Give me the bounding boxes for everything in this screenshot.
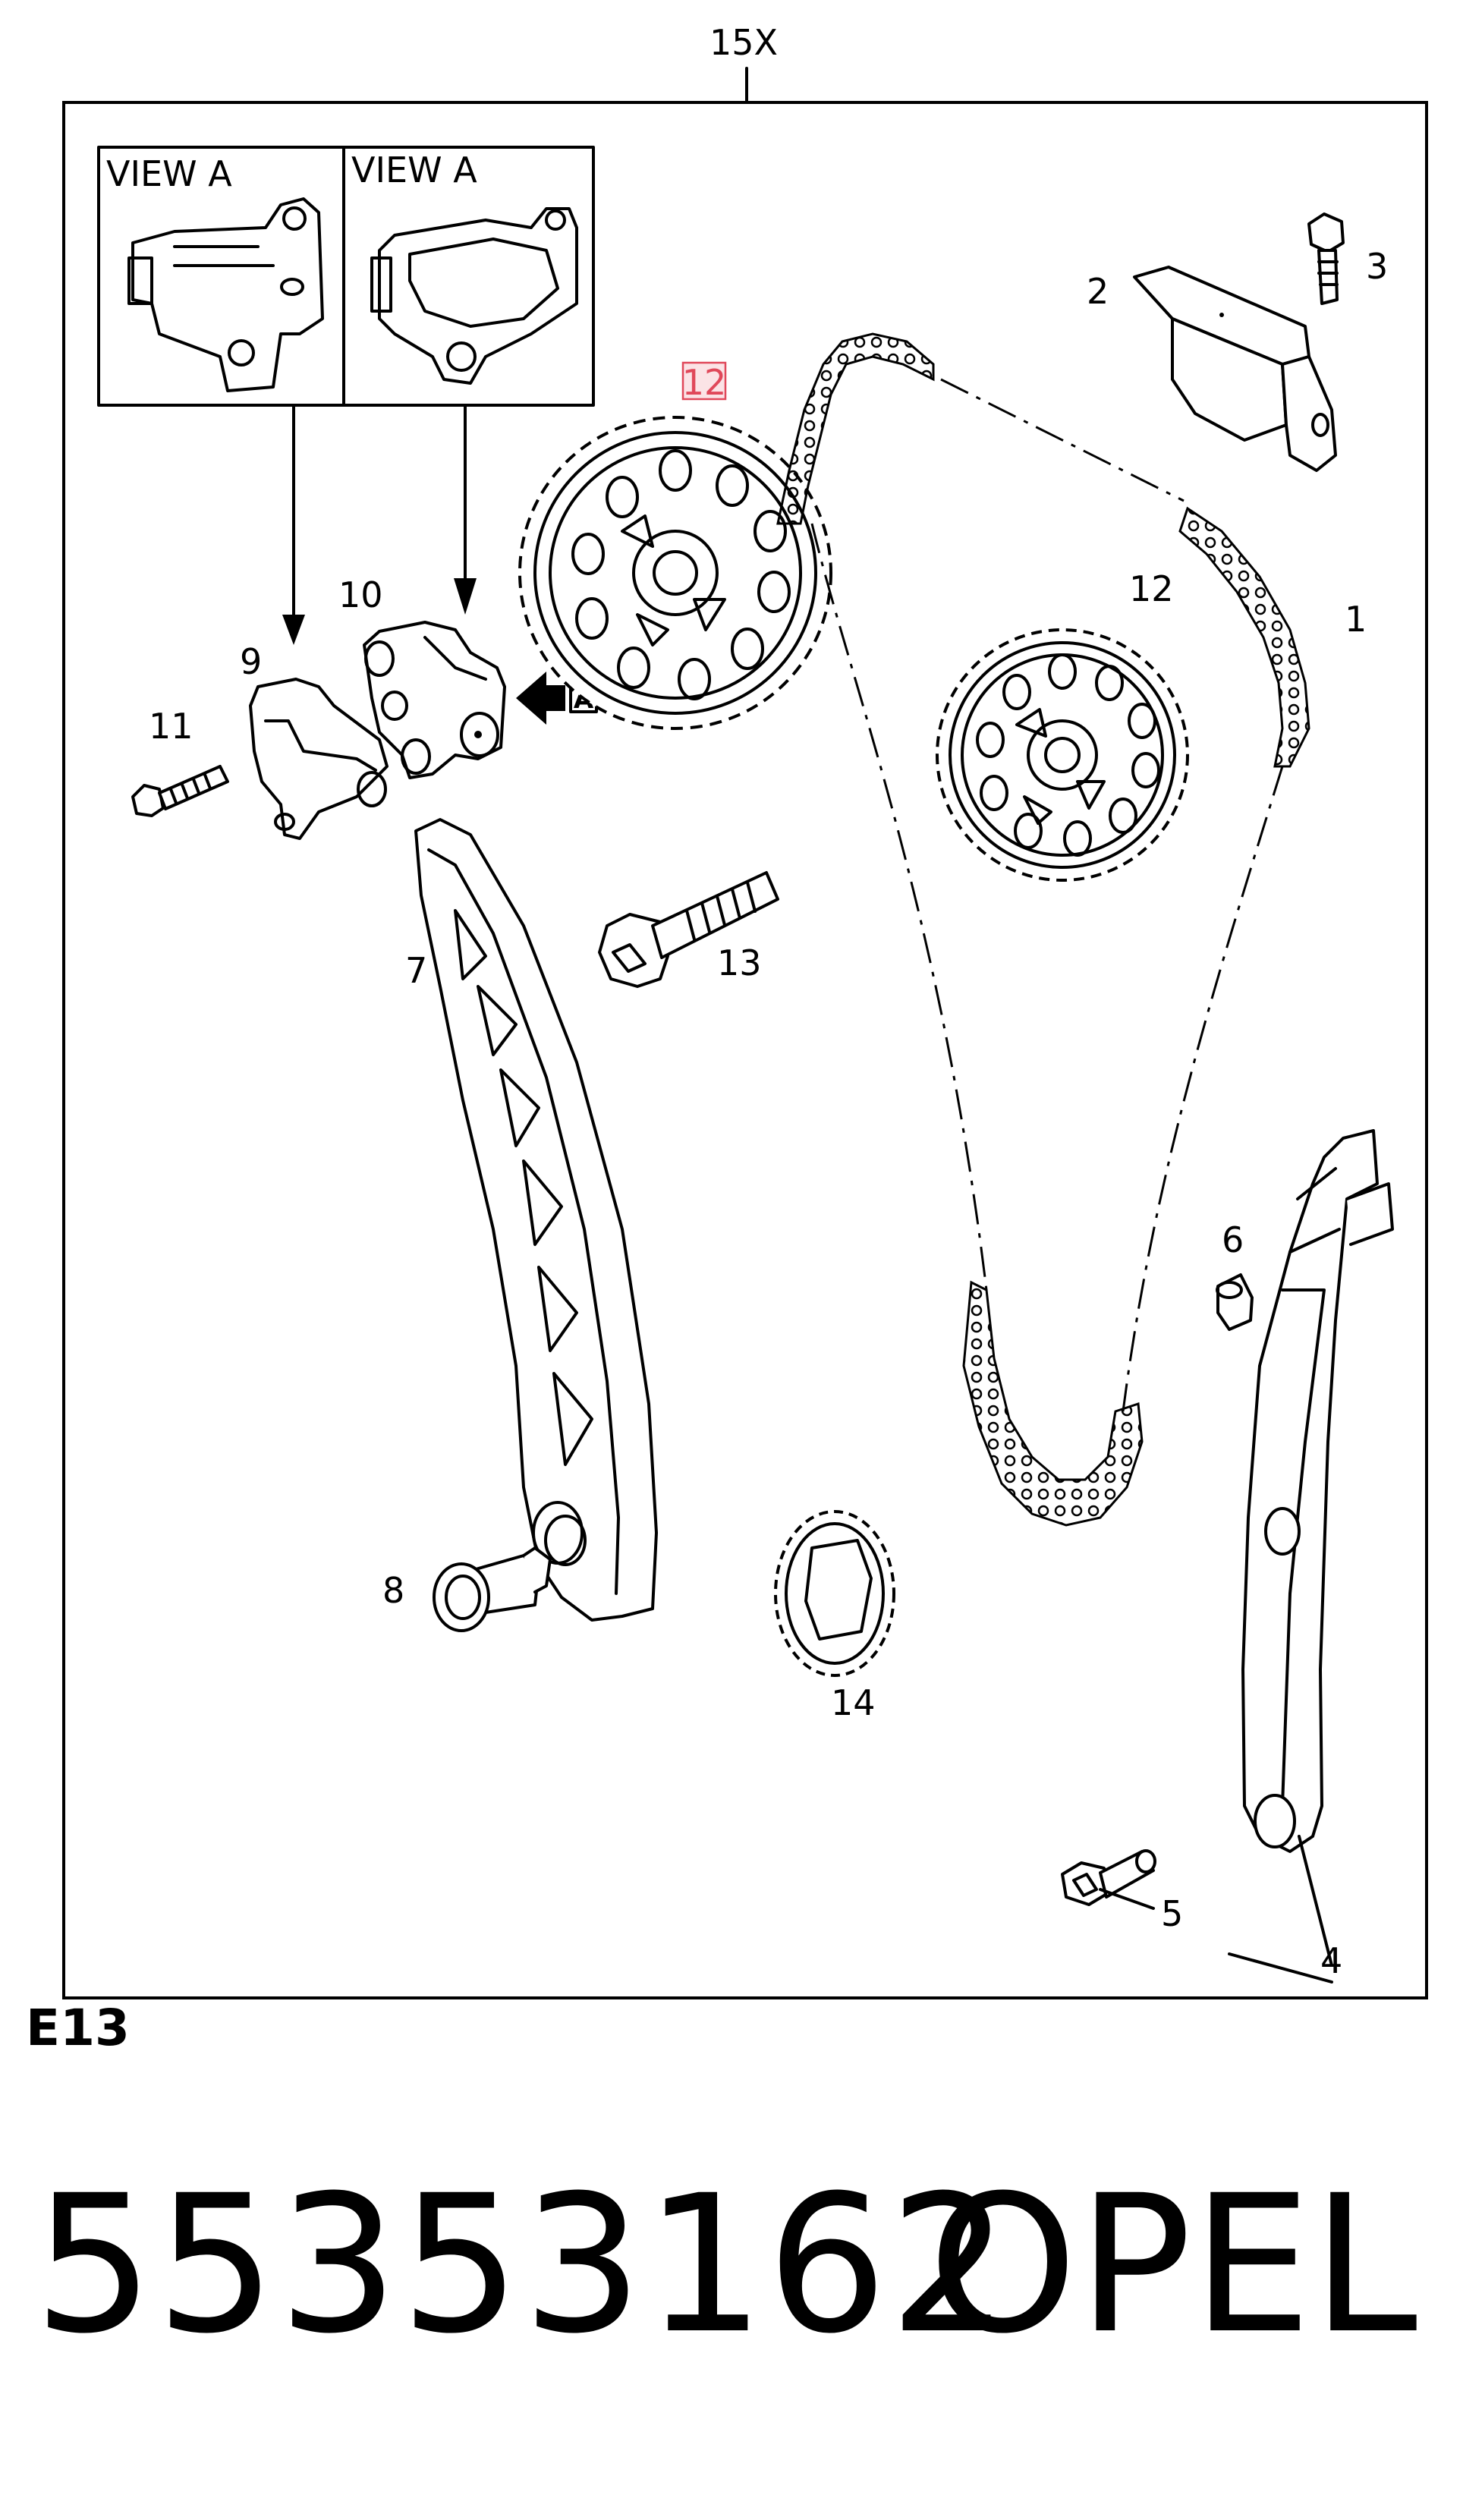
- direction-arrow: [516, 672, 565, 725]
- part-1-timing-chain: [776, 332, 1310, 1527]
- part-9-tensioner-bracket: [249, 678, 389, 840]
- callout-9: 9: [240, 641, 262, 682]
- chain-path-right: [1122, 766, 1284, 1412]
- view-a-right-label: VIEW A: [351, 149, 477, 190]
- part-number: 55353162: [33, 2154, 1012, 2375]
- view-a-arrowhead-left: [282, 615, 305, 645]
- callout-5: 5: [1161, 1893, 1183, 1934]
- part-13-bolt: [598, 871, 779, 988]
- leader-line-4: [1228, 1952, 1333, 1984]
- callout-2: 2: [1087, 271, 1109, 312]
- leader-line-5: [1099, 1888, 1155, 1910]
- part-10-tensioner: [363, 621, 506, 779]
- part-14-crankshaft-sprocket: [774, 1510, 895, 1677]
- callout-1: 1: [1345, 599, 1367, 640]
- part-8-pin: [433, 1546, 552, 1632]
- view-a-right-sketch: [370, 207, 578, 385]
- part-5-bolt: [1061, 1849, 1156, 1906]
- view-a-box: [97, 146, 595, 407]
- part-4-guide-rail: [1241, 1129, 1394, 1853]
- kit-label: 15X: [709, 22, 778, 63]
- part-6-plug: [1216, 1273, 1254, 1331]
- part-7-tensioner-rail: [414, 818, 658, 1622]
- callout-3: 3: [1366, 246, 1388, 287]
- group-code: E13: [26, 1999, 130, 2057]
- callout-14: 14: [831, 1682, 876, 1723]
- callout-6: 6: [1222, 1219, 1244, 1260]
- chain-path-top: [940, 378, 1185, 502]
- part-2-chain-guide: [1133, 266, 1337, 472]
- view-a-inset: VIEW A VIEW A: [97, 146, 595, 407]
- part-3-bolt: [1307, 212, 1345, 305]
- callout-13: 13: [717, 942, 762, 983]
- callout-12-highlight-box: [681, 361, 727, 401]
- part-11-bolt: [131, 765, 229, 817]
- chain-upper-segment: [776, 332, 935, 525]
- callout-10: 10: [338, 574, 383, 615]
- callout-7: 7: [405, 950, 427, 991]
- chain-right-segment: [1178, 506, 1310, 768]
- callout-4: 4: [1320, 1940, 1342, 1981]
- leader-line-4b: [1298, 1835, 1333, 1967]
- callout-11: 11: [149, 706, 193, 747]
- chain-bottom-segment: [962, 1280, 1144, 1527]
- view-a-arrowhead-right: [454, 578, 477, 615]
- part-12-camshaft-sprocket-lower: [936, 628, 1189, 882]
- callout-12: 12: [1129, 568, 1174, 609]
- part-12-camshaft-sprocket-upper: [518, 416, 832, 730]
- brand-name: OPEL: [928, 2154, 1417, 2375]
- view-a-left-sketch: [127, 197, 324, 392]
- chain-path-left: [810, 523, 988, 1291]
- view-a-left-label: VIEW A: [106, 153, 232, 194]
- kit-frame: [62, 101, 1428, 1999]
- callout-12-highlighted: 12: [682, 362, 727, 403]
- callout-8: 8: [382, 1570, 404, 1611]
